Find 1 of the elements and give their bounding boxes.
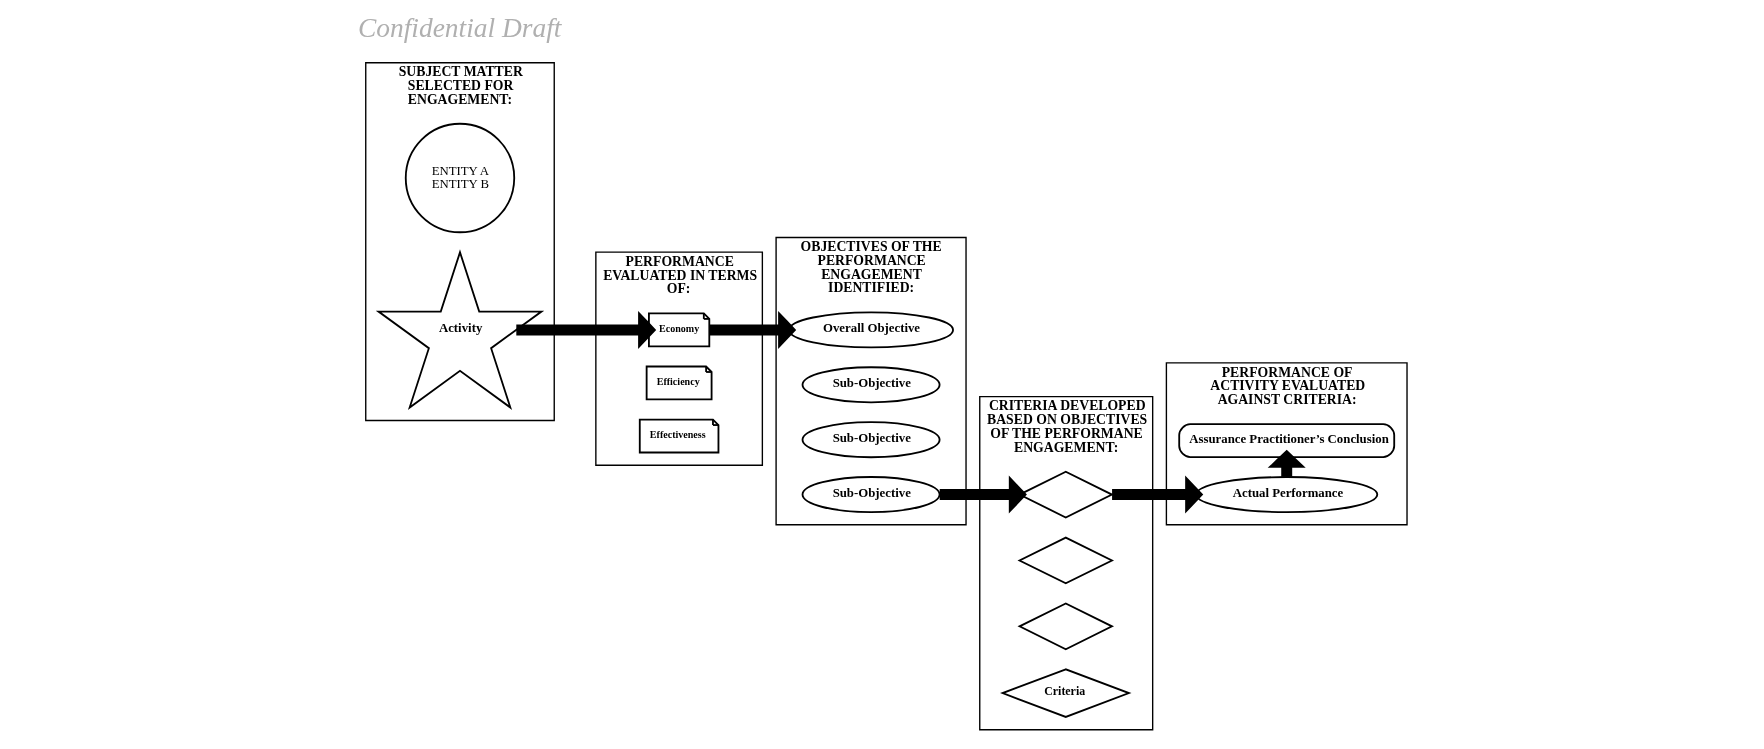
label: Confidential Draft	[357, 12, 561, 43]
